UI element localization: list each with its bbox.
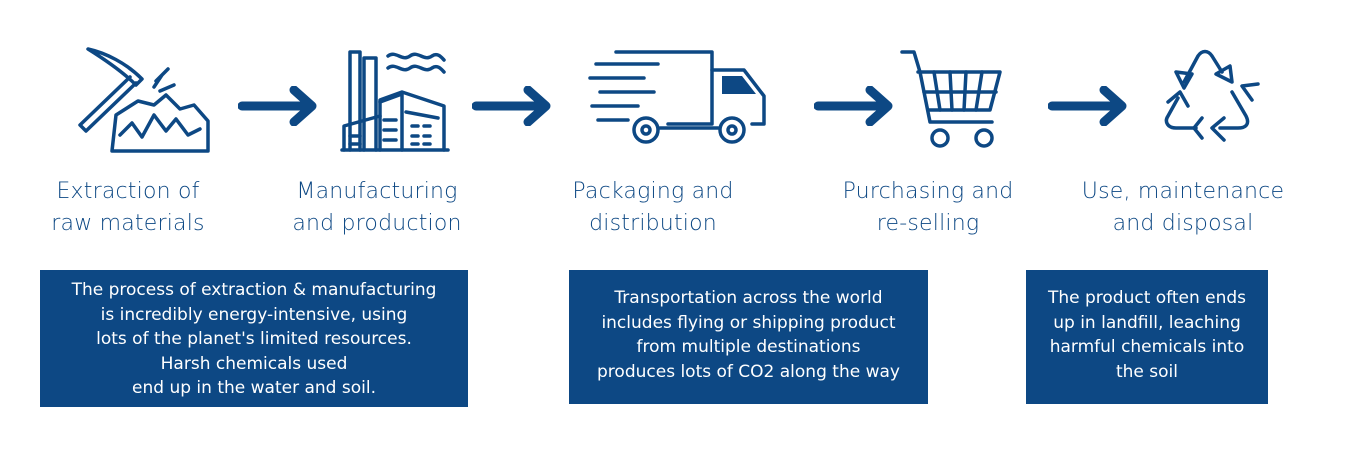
note-box-distribution: Transportation across the world includes… xyxy=(569,270,928,404)
step-label-packaging: Packaging and distribution xyxy=(572,179,734,236)
note-box-extraction-manufacturing: The process of extraction & manufacturin… xyxy=(40,270,468,407)
step-label-manufacturing: Manufacturing and production xyxy=(292,179,462,236)
factory-icon xyxy=(340,46,450,154)
recycle-icon xyxy=(1154,44,1266,156)
step-label-purchasing: Purchasing and re-selling xyxy=(842,179,1014,236)
right-arrow-icon xyxy=(814,86,896,126)
right-arrow-icon xyxy=(1048,86,1130,126)
delivery-truck-icon xyxy=(588,48,778,148)
right-arrow-icon xyxy=(472,86,554,126)
right-arrow-icon xyxy=(238,86,320,126)
step-label-extraction: Extraction of raw materials xyxy=(51,179,205,236)
step-label-disposal: Use, maintenance and disposal xyxy=(1081,179,1285,236)
shopping-cart-icon xyxy=(900,48,1004,152)
note-box-disposal: The product often ends up in landfill, l… xyxy=(1026,270,1268,404)
pickaxe-mountain-icon xyxy=(70,45,215,155)
